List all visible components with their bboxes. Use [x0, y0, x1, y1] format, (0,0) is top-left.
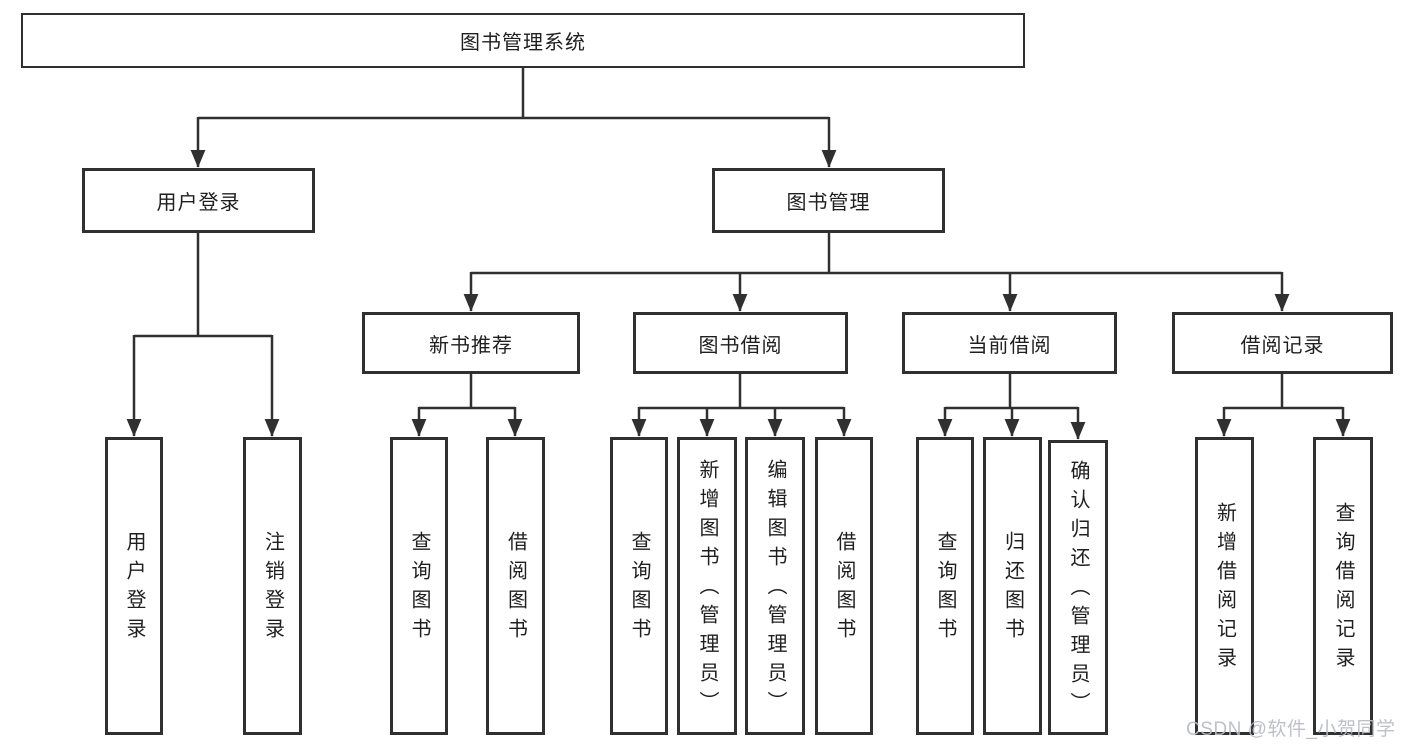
leaf-query-books-recommend: 查询图书	[390, 437, 448, 735]
node-book-management: 图书管理	[712, 168, 945, 233]
leaf-add-books-admin: 新增图书（管理员）	[677, 437, 737, 735]
watermark: CSDN @软件_小贺同学	[1186, 719, 1396, 740]
leaf-edit-books-admin: 编辑图书（管理员）	[745, 437, 805, 735]
node-user-login: 用户登录	[82, 168, 315, 233]
leaf-borrow-books-recommend: 借阅图书	[486, 437, 545, 735]
node-library-management-system: 图书管理系统	[21, 13, 1025, 68]
leaf-confirm-return-admin: 确认归还（管理员）	[1048, 440, 1108, 735]
leaf-return-books: 归还图书	[983, 437, 1042, 735]
leaf-user-login: 用户登录	[105, 437, 163, 735]
leaf-query-borrow-record: 查询借阅记录	[1313, 437, 1373, 735]
leaf-query-books-current: 查询图书	[916, 437, 974, 735]
leaf-query-books-borrow: 查询图书	[610, 437, 668, 735]
node-book-borrowing: 图书借阅	[633, 312, 848, 374]
leaf-add-borrow-record: 新增借阅记录	[1195, 437, 1254, 735]
node-new-book-recommendation: 新书推荐	[362, 312, 580, 374]
leaf-borrow-books: 借阅图书	[815, 437, 873, 735]
node-current-borrowing: 当前借阅	[902, 312, 1117, 374]
node-borrowing-records: 借阅记录	[1172, 312, 1393, 374]
leaf-logout: 注销登录	[243, 437, 302, 735]
